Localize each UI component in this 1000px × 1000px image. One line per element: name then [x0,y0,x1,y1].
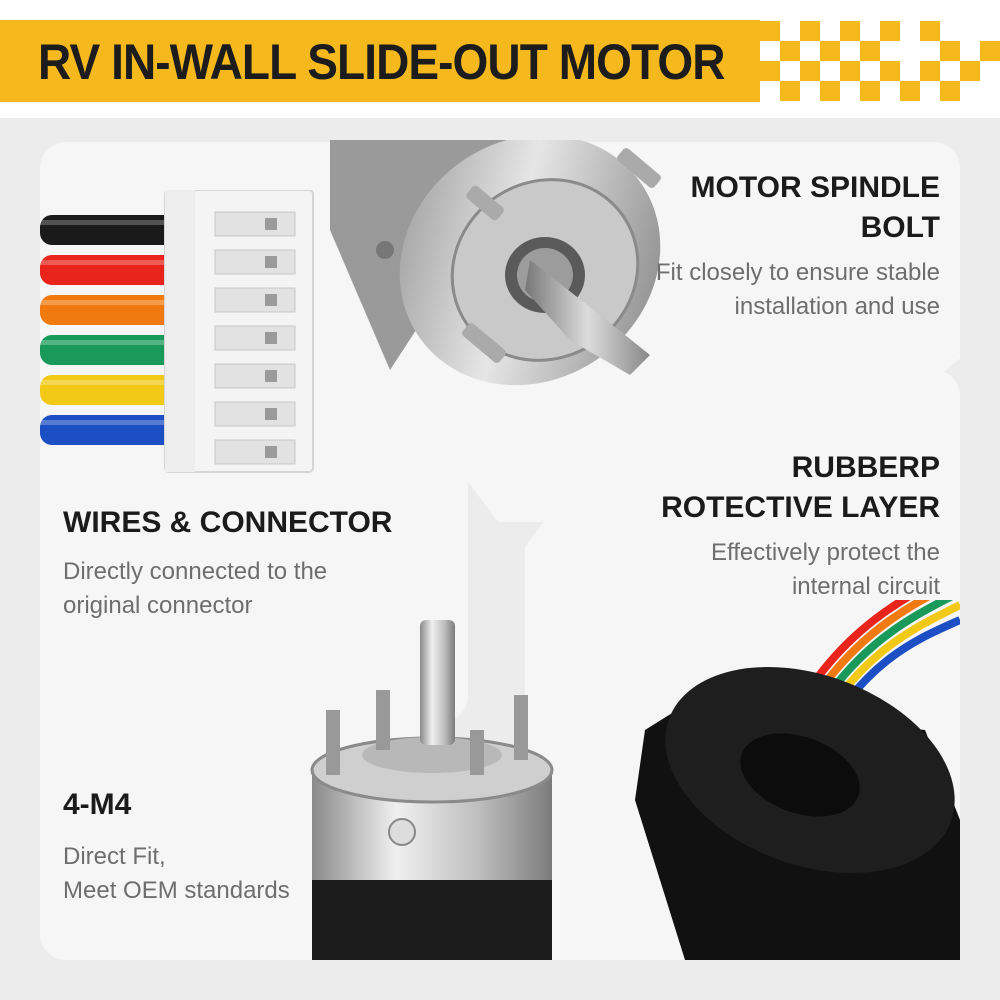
feature-title-spindle-line1: MOTOR SPINDLE [690,171,940,204]
checker-square [820,41,840,61]
feature-desc-wires-line1: Directly connected to the [63,558,328,585]
checker-square [780,81,800,101]
wire-highlight [40,300,180,305]
motor-spindle-illustration [330,140,661,386]
feature-desc-bolts-line2: Meet OEM standards [63,877,290,904]
checker-square [960,61,980,81]
checker-square [920,21,940,41]
wire [40,215,180,245]
feature-desc-spindle: Fit closely to ensure stable installatio… [656,256,940,324]
feature-desc-wires-line2: original connector [63,592,253,619]
checker-square [840,61,860,81]
connector-pin [265,218,277,230]
connector-slot [214,439,296,465]
checker-square [760,61,780,81]
checker-square [920,61,940,81]
feature-title-wires: WIRES & CONNECTOR [63,503,392,543]
checker-square [900,81,920,101]
connector-slot [214,325,296,351]
checker-square [840,21,860,41]
feature-desc-bolts: Direct Fit, Meet OEM standards [63,840,290,908]
connector-pin [265,408,277,420]
checker-square [800,61,820,81]
connector-pin [265,370,277,382]
wire-highlight [40,220,180,225]
feature-desc-spindle-line2: installation and use [734,293,940,320]
checker-square [860,41,880,61]
motor-body-illustration [310,620,554,960]
feature-desc-bolts-line1: Direct Fit, [63,843,166,870]
checker-square [940,41,960,61]
checker-square [780,41,800,61]
checker-square [940,81,960,101]
wire [40,375,180,405]
wire-highlight [40,260,180,265]
feature-desc-rubber-line2: internal circuit [791,573,940,600]
wire-highlight [40,380,180,385]
checker-square [880,61,900,81]
feature-title-rubber: RUBBERP ROTECTIVE LAYER [661,448,940,528]
checker-square [880,21,900,41]
connector-slot [214,249,296,275]
wire [40,335,180,365]
connector-pin [265,332,277,344]
feature-title-spindle-line2: BOLT [860,211,940,244]
checker-square [860,81,880,101]
feature-title-rubber-line1: RUBBERP [791,451,940,484]
feature-title-bolts-line1: 4-M4 [63,788,132,821]
title-bar [0,20,760,102]
wire-highlight [40,420,180,425]
connector-pin [265,446,277,458]
wire [40,415,180,445]
wire [40,295,180,325]
connector-slot [214,287,296,313]
rubber-cap-illustration [635,600,960,960]
feature-desc-rubber-line1: Effectively protect the [710,539,940,566]
connector-slot [214,363,296,389]
wire-connector-illustration [40,190,314,473]
checker-square [760,21,780,41]
feature-title-rubber-line2: ROTECTIVE LAYER [661,491,940,524]
feature-title-wires-line1: WIRES & CONNECTOR [63,506,393,539]
checker-square [980,41,1000,61]
page-title: RV IN-WALL SLIDE-OUT MOTOR [38,34,725,90]
feature-desc-wires: Directly connected to the original conne… [63,555,327,623]
wire-highlight [40,340,180,345]
header-banner: RV IN-WALL SLIDE-OUT MOTOR [0,0,1000,118]
connector-pin [265,294,277,306]
feature-desc-rubber: Effectively protect the internal circuit [711,536,940,604]
checker-pattern [760,20,1000,102]
feature-title-spindle: MOTOR SPINDLE BOLT [691,168,940,248]
checker-square [820,81,840,101]
connector-pin [265,256,277,268]
wire [40,255,180,285]
checker-square [800,21,820,41]
connector-slot [214,401,296,427]
feature-desc-spindle-line1: Fit closely to ensure stable [655,259,940,286]
feature-title-bolts: 4-M4 [63,785,131,825]
connector-slot [214,211,296,237]
